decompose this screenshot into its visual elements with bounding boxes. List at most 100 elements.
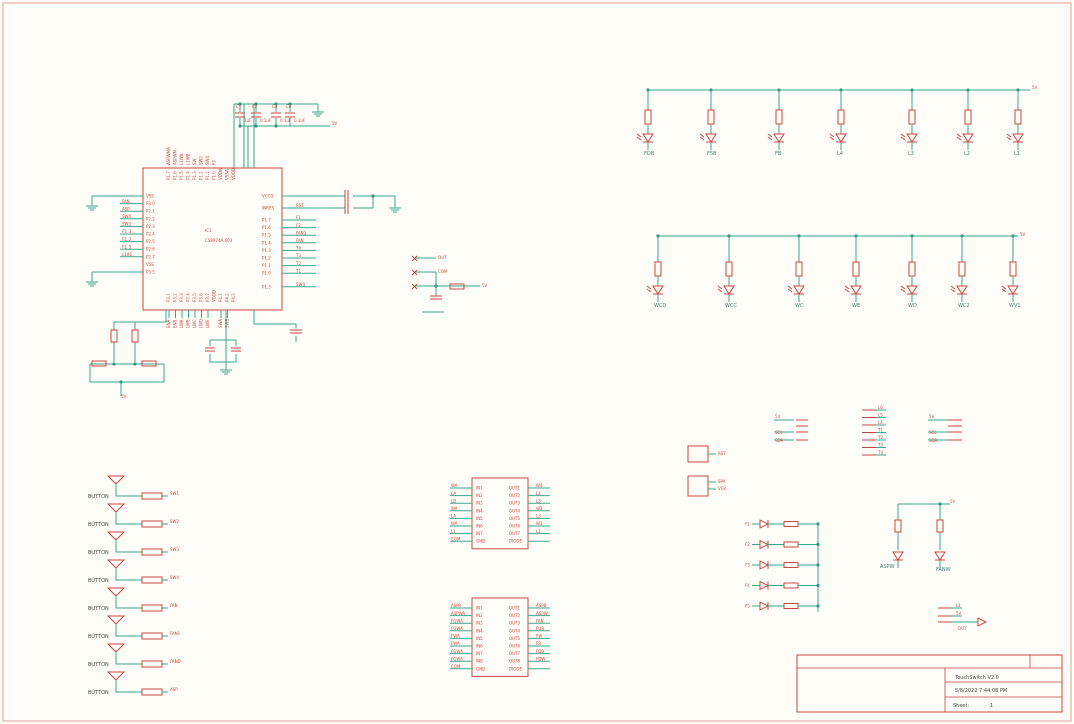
mcu-top-pins: P1.7ASPWMAP1.6ASPWMP1.5L1WAP1.4L1WBP1.3S…	[166, 147, 236, 180]
indicator-input: F2	[745, 542, 750, 547]
hdrL-sda: SDA	[775, 438, 784, 443]
resistor	[852, 261, 860, 277]
mcu-bottom-network: 5V	[89, 310, 302, 399]
resistor	[1009, 261, 1017, 277]
mcu-bottom-pin: P3.4	[186, 293, 191, 302]
mcu-right-net: FAN3	[296, 230, 307, 235]
mcu-left-net: FAN	[122, 199, 130, 204]
driver-out-net: L4	[536, 491, 541, 496]
mcu-left-pin: P3.0	[146, 201, 155, 206]
driver-out-pin: OUT3	[509, 621, 521, 626]
mcu-right-net: T4	[295, 246, 301, 251]
button-net: FAND	[170, 659, 181, 664]
driver-out-pin: OUT6	[509, 524, 521, 529]
driver-in-pin: IN6	[476, 524, 483, 529]
header-mid-net: T1	[877, 428, 883, 433]
driver-ic-1: IN1WAIN2LAIN3LBIN4WAIN5LAIN6WAIN7L1GNDCO…	[450, 477, 550, 550]
cap-val-2: 0.1uF	[260, 118, 272, 123]
mcu-right-pin: P1.1	[262, 263, 271, 268]
led-icon	[759, 580, 770, 591]
header-mid-net: L5	[878, 413, 883, 418]
driver-out-net: FW	[536, 634, 542, 639]
led-net-label: WCD	[654, 303, 666, 309]
button-label: BUTTON	[88, 690, 109, 696]
mcu-ref: IC1	[205, 228, 212, 233]
led-net-label: F5B	[707, 151, 717, 157]
button-label: BUTTON	[88, 634, 109, 640]
j2-vga: VGA	[718, 486, 727, 491]
button-label: BUTTON	[88, 522, 109, 528]
driver-in-net: FGWA	[451, 618, 463, 623]
resistor	[141, 548, 163, 556]
mcu-bottom-pin: P3.1	[166, 293, 171, 302]
mcu-right-pin: P1.3	[262, 248, 271, 253]
mcu-bottom-pin: P3.3	[179, 293, 184, 302]
mcu-right-net: F2	[296, 223, 301, 228]
driver-in-net: WA	[451, 521, 458, 526]
cap-ref-2: C2	[252, 104, 258, 109]
driver-out-pin: OUT2	[509, 493, 521, 498]
resistor	[141, 576, 163, 584]
mcu-bottom-pin: P4.1	[218, 293, 223, 302]
touch-button-icon	[106, 587, 126, 597]
decoupling-caps: 5V C1 C2 C3 C4 1uF 0.1uF 0.1uF 0.1uF	[233, 102, 338, 168]
touch-button-icon	[106, 503, 126, 513]
driver-out-pin: OUT4	[509, 628, 521, 633]
mcu-top-pin: P1.3	[192, 171, 197, 180]
driver-in-net: FGWA	[451, 656, 463, 661]
mcu-left-net: F1_5	[122, 244, 132, 249]
led-net-label: WC2	[958, 303, 970, 309]
mcu-bottom-pin: P3.6	[199, 293, 204, 302]
status-supply: 5V	[950, 499, 956, 504]
resistor	[783, 582, 799, 589]
driver-in-net: WA	[451, 506, 458, 511]
mcu-top-pin: P1.5	[179, 171, 184, 180]
led-icon	[759, 539, 770, 550]
mcu-right-pin: P1.0	[262, 271, 271, 276]
driver-out-pin: OUT4	[509, 508, 521, 513]
mcu-bottom-pin: P3.5	[192, 293, 197, 302]
led-icon	[906, 133, 918, 143]
driver-in-net: ASPA	[451, 603, 461, 608]
mcu-bottom-pin: P4.2	[225, 293, 230, 302]
mcu-right-pin: P1.2	[262, 256, 271, 261]
supply-label-5v-b: 5V	[121, 394, 127, 399]
indicator-input: F4	[745, 583, 750, 588]
mcu-bottom-net: LWD	[199, 319, 204, 328]
conn-out-label: OUT	[438, 255, 447, 260]
mcu-right-net: T1	[295, 268, 301, 273]
mcu-left-net: L106	[122, 252, 132, 257]
driver-out-net: ASPW	[536, 611, 548, 616]
supply-label-5v: 5V	[332, 121, 338, 126]
led-icon	[1012, 133, 1024, 143]
resistor	[783, 541, 799, 548]
driver-out-pin: OUT1	[509, 486, 521, 491]
mcu-top-pin: P1.1	[205, 171, 210, 180]
led-icon	[1007, 285, 1019, 295]
mcu-right-net: SW4	[296, 282, 305, 287]
mcu-body	[142, 167, 283, 311]
driver-out-net: L1	[536, 529, 541, 534]
driver-in-net: FWA	[451, 634, 460, 639]
conn-com-label: COM	[438, 269, 448, 274]
mcu-bottom-pin: P3.7	[205, 293, 210, 302]
header-mid-net: T2	[877, 435, 883, 440]
button-label: BUTTON	[88, 494, 109, 500]
touch-button-icon	[106, 671, 126, 681]
mcu-left-net: SW3	[122, 222, 131, 227]
mcu-left-pin: P2.5	[146, 239, 155, 244]
header-mid-net: L6	[878, 405, 883, 410]
button-net: SW2	[170, 519, 179, 524]
driver-in-pin: IN3	[476, 621, 483, 626]
mcu-top-pin: P1.0	[212, 171, 217, 180]
button-net: ASP	[170, 687, 178, 692]
led-icon	[759, 601, 770, 611]
driver-out-net: FAN	[536, 618, 544, 623]
driver-in-pin: IN3	[476, 501, 483, 506]
driver-in-pin: IN1	[476, 486, 483, 491]
button-net: SW4	[170, 575, 179, 580]
status-leds: 5V ASPW FANW	[880, 499, 956, 573]
led-icon	[759, 560, 770, 570]
